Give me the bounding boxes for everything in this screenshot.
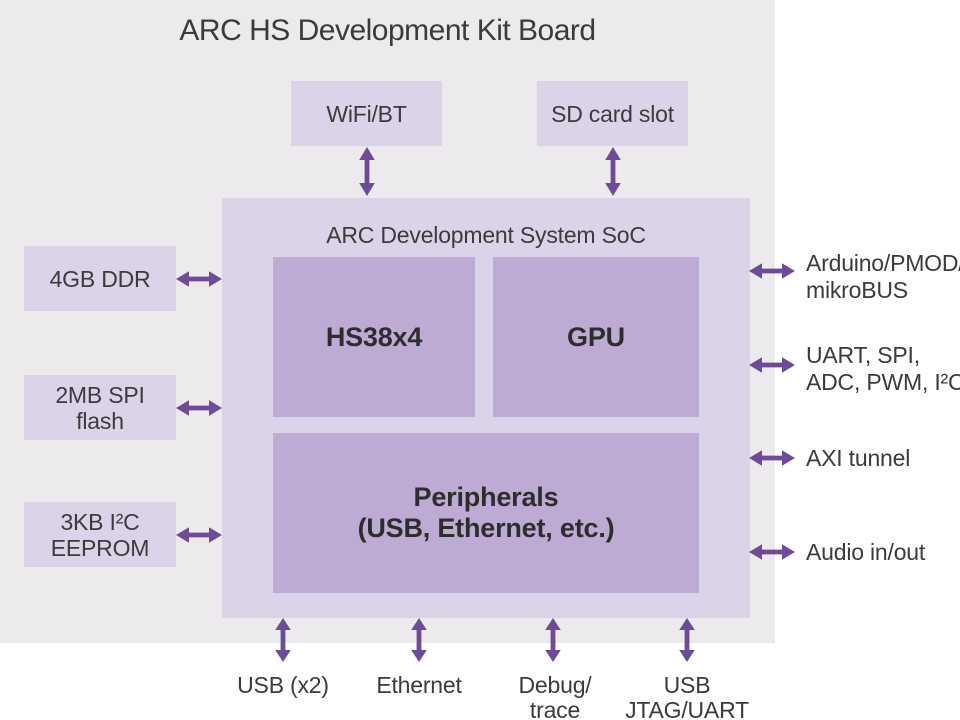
usb-jtag-double-arrow-icon — [679, 618, 695, 662]
ddr-double-arrow-icon — [176, 271, 222, 287]
debug-trace-double-arrow-icon — [545, 618, 561, 662]
eeprom-label-line1: 3KB I²C — [60, 508, 140, 535]
axi-tunnel-label-line1: AXI tunnel — [806, 445, 911, 471]
peripherals-label-line2: (USB, Ethernet, etc.) — [357, 513, 615, 543]
hs38x4-box: HS38x4 — [273, 257, 475, 417]
axi-double-arrow-icon — [749, 450, 795, 466]
ethernet-label-line1: Ethernet — [376, 672, 462, 698]
arduino-pmod-label-line1: Arduino/PMOD/ — [806, 250, 960, 276]
arduino-pmod-label: Arduino/PMOD/ mikroBUS — [806, 250, 960, 304]
sd-card-slot-box: SD card slot — [537, 81, 688, 146]
usb-jtag-uart-label: USB JTAG/UART — [602, 673, 772, 720]
audio-double-arrow-icon — [749, 544, 795, 560]
usb-double-arrow-icon — [275, 618, 291, 662]
sd-soc-double-arrow-icon — [605, 147, 621, 196]
spi-flash-label-line2: flash — [76, 407, 124, 434]
sd-card-slot-label: SD card slot — [551, 100, 674, 127]
wifi-bt-box: WiFi/BT — [291, 81, 442, 146]
peripherals-box: Peripherals (USB, Ethernet, etc.) — [273, 433, 699, 593]
ethernet-label: Ethernet — [334, 673, 504, 698]
ddr-box: 4GB DDR — [24, 246, 176, 311]
axi-tunnel-label: AXI tunnel — [806, 445, 910, 472]
arduino-double-arrow-icon — [749, 263, 795, 279]
audio-label: Audio in/out — [806, 539, 925, 566]
spi-flash-label-line1: 2MB SPI — [55, 381, 145, 408]
gpu-label: GPU — [567, 321, 625, 352]
wifi-soc-double-arrow-icon — [359, 147, 375, 196]
audio-label-line1: Audio in/out — [806, 539, 926, 565]
debug-trace-label-line1: Debug/ — [518, 672, 592, 698]
eeprom-double-arrow-icon — [176, 527, 222, 543]
usb-jtag-uart-label-line1: USB — [663, 672, 711, 698]
wifi-bt-label: WiFi/BT — [326, 100, 407, 127]
debug-trace-label-line2: trace — [529, 697, 581, 720]
spi-flash-double-arrow-icon — [176, 400, 222, 416]
spi-flash-box: 2MB SPI flash — [24, 375, 176, 440]
peripherals-label-line1: Peripherals — [413, 482, 559, 512]
uart-spi-label: UART, SPI, ADC, PWM, I²C — [806, 342, 960, 396]
debug-trace-label: Debug/ trace — [470, 673, 640, 720]
ethernet-double-arrow-icon — [411, 618, 427, 662]
gpu-box: GPU — [493, 257, 699, 417]
uart-spi-label-line2: ADC, PWM, I²C — [806, 369, 960, 395]
uart-spi-label-line1: UART, SPI, — [806, 342, 920, 368]
arduino-pmod-label-line2: mikroBUS — [806, 277, 908, 303]
soc-label: ARC Development System SoC — [326, 222, 646, 248]
ddr-label: 4GB DDR — [49, 265, 151, 292]
diagram-title: ARC HS Development Kit Board — [179, 14, 596, 47]
uart-double-arrow-icon — [749, 357, 795, 373]
hs38x4-label: HS38x4 — [325, 321, 423, 352]
usb-x2-label: USB (x2) — [198, 673, 368, 698]
usb-jtag-uart-label-line2: JTAG/UART — [625, 697, 749, 720]
eeprom-box: 3KB I²C EEPROM — [24, 502, 176, 567]
eeprom-label-line2: EEPROM — [50, 534, 150, 561]
usb-x2-label-line1: USB (x2) — [237, 672, 329, 698]
